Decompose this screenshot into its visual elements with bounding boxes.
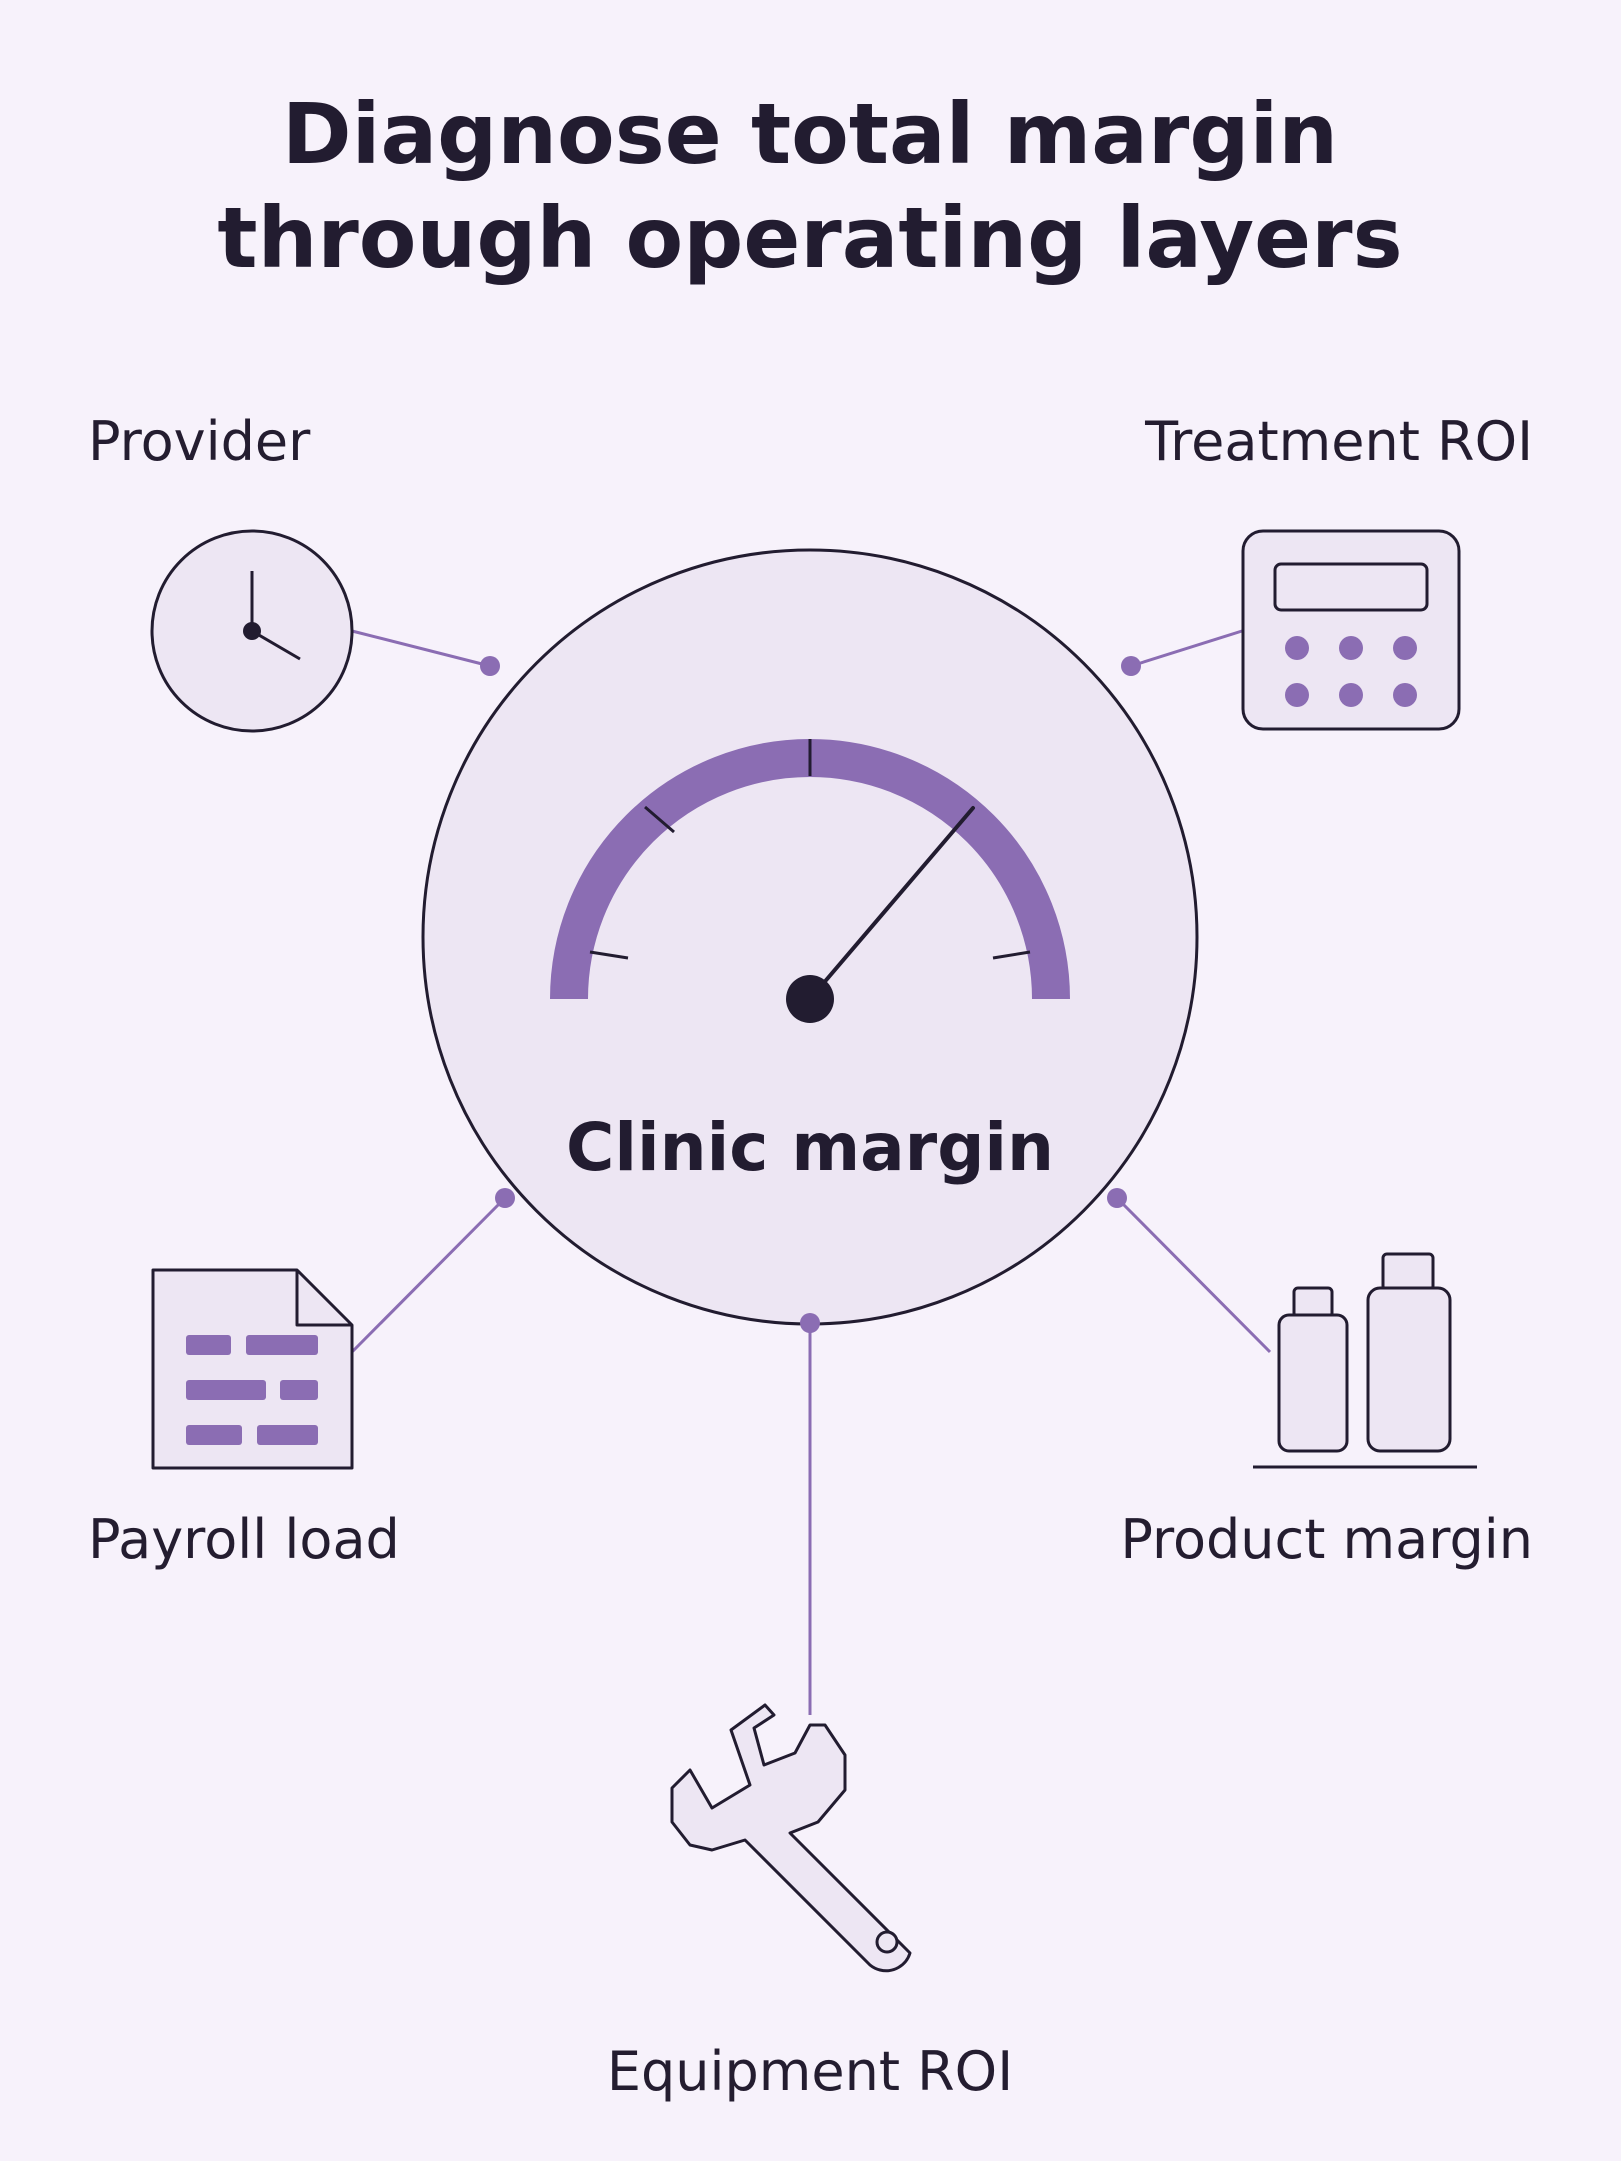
connector-dot-treatment-roi (1121, 656, 1141, 676)
connector-treatment-roi (1130, 629, 1243, 668)
label-payroll-load: Payroll load (88, 1508, 400, 1571)
label-equipment-roi: Equipment ROI (607, 2040, 1013, 2103)
calculator-icon (1241, 529, 1461, 731)
center-circle (421, 548, 1199, 1326)
connector-dot-equipment-roi (800, 1313, 820, 1333)
label-product-margin: Product margin (1120, 1508, 1533, 1571)
speedometer-gauge-icon (550, 739, 1070, 1023)
connector-dot-product-margin (1107, 1188, 1127, 1208)
gauge-hub (786, 975, 834, 1023)
center-label: Clinic margin (566, 1109, 1054, 1186)
payroll-document-icon (151, 1268, 354, 1470)
clock-icon (150, 529, 354, 733)
gauge-ticks (589, 739, 1031, 960)
connector-dots (480, 656, 1141, 1333)
wrench-icon (670, 1703, 912, 1973)
title-line-1: Diagnose total margin (282, 85, 1338, 183)
connectors (350, 629, 1272, 1715)
label-provider: Provider (88, 410, 311, 473)
connector-provider (351, 629, 491, 668)
connector-dot-provider (480, 656, 500, 676)
connector-dot-payroll-load (495, 1188, 515, 1208)
title-line-2: through operating layers (217, 189, 1402, 287)
connector-product-margin (1115, 1196, 1272, 1354)
connector-payroll-load (350, 1196, 507, 1354)
gauge-needle (808, 806, 975, 1001)
label-treatment-roi: Treatment ROI (1144, 410, 1533, 473)
bottles-icon (1253, 1252, 1477, 1469)
